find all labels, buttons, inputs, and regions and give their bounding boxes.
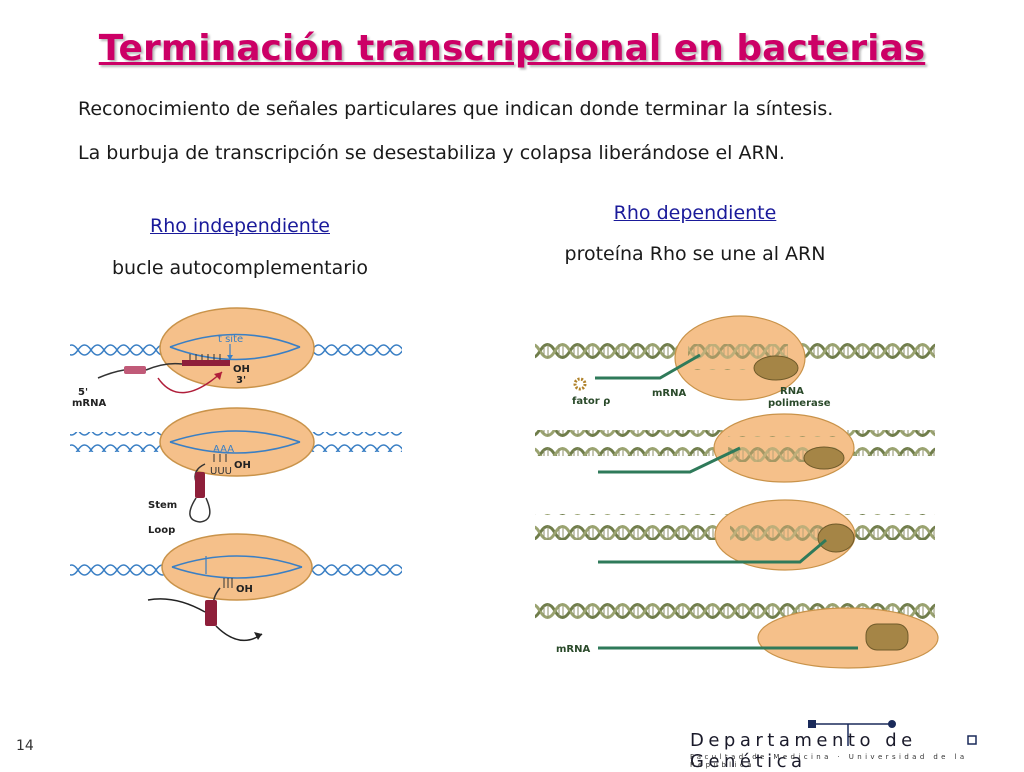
rho-stage-3 — [535, 499, 935, 571]
faculty-name: Facultad de Medicina · Universidad de la… — [690, 753, 968, 769]
rho-independent-subtitle: bucle autocomplementario — [112, 257, 368, 279]
mrna-label-bottom: mRNA — [556, 644, 590, 655]
uuu-label: UUU — [210, 466, 232, 477]
stage-3: OH — [70, 533, 402, 642]
rho-dependent-heading: Rho dependiente — [613, 202, 777, 224]
description-line-1: Reconocimiento de señales particulares q… — [78, 98, 834, 120]
slide-title: Terminación transcripcional en bacterias — [98, 28, 926, 69]
stage-2: AAA OH UUU Stem Loop — [70, 407, 402, 536]
t-site-label: t site — [218, 334, 243, 345]
description-line-2: La burbuja de transcripción se desestabi… — [78, 142, 785, 164]
rho-stage-2 — [535, 413, 935, 483]
mrna-label-right: mRNA — [652, 388, 686, 399]
rna-polimerase-label-2: polimerase — [768, 398, 831, 409]
fator-label: fator ρ — [572, 396, 610, 407]
oh-label-2: OH — [234, 460, 251, 471]
stage-1: t site OH 3' 5' mRNA — [70, 307, 402, 409]
rho-stage-4: mRNA — [535, 596, 939, 669]
rna-polimerase-label: RNA — [780, 386, 804, 397]
rho-stage-1: fator ρ mRNA RNA polimerase — [535, 315, 935, 409]
department-name: Departamento de Genética — [690, 730, 917, 772]
stem-label: Stem — [148, 500, 177, 511]
rho-dependent-subtitle: proteína Rho se une al ARN — [564, 243, 826, 265]
loop-label: Loop — [148, 525, 175, 536]
oh-label-1: OH — [233, 364, 250, 375]
three-prime-label: 3' — [236, 375, 246, 386]
aaa-label: AAA — [213, 444, 234, 455]
mrna-label-left: mRNA — [72, 398, 106, 409]
rho-independent-heading: Rho independiente — [150, 215, 330, 237]
page-number: 14 — [16, 738, 34, 754]
oh-label-3: OH — [236, 584, 253, 595]
five-prime-label: 5' — [78, 387, 88, 398]
